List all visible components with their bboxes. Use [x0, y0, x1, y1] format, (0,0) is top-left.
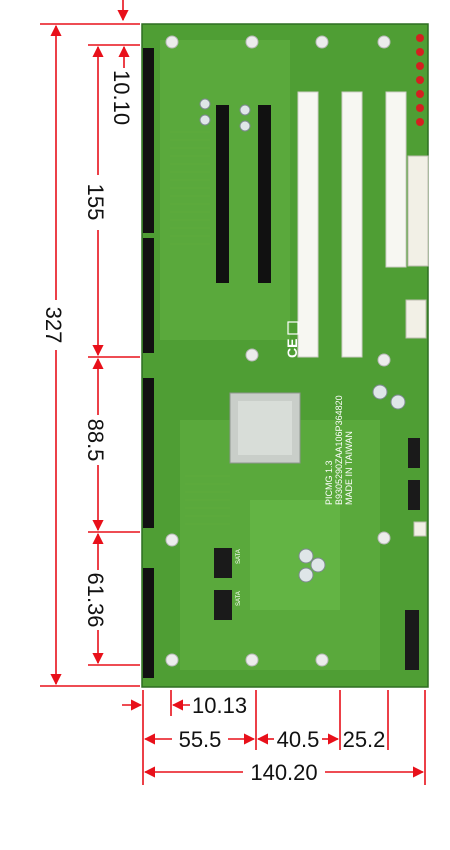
capacitors — [199, 98, 406, 583]
edge-connector — [143, 378, 154, 528]
status-leds — [416, 34, 424, 126]
bridge-chip-die — [238, 401, 292, 455]
pcie-slots — [216, 105, 271, 283]
capacitor — [298, 548, 314, 564]
mounting-hole — [377, 531, 391, 545]
sata-connector — [214, 548, 232, 578]
pcie-slot — [216, 105, 229, 283]
led — [416, 48, 424, 56]
atx-power-connector — [407, 155, 429, 267]
mounting-hole — [165, 35, 179, 49]
capacitor — [298, 567, 314, 583]
board-model-label: PICMG 1.3 — [324, 460, 334, 505]
dimension-label-width-1: 55.5 — [179, 727, 222, 752]
capacitor — [239, 120, 251, 132]
board-trace-pattern — [185, 470, 230, 530]
capacitor — [199, 114, 211, 126]
capacitor — [199, 98, 211, 110]
capacitor — [239, 104, 251, 116]
header-connector — [405, 610, 419, 670]
dimension-label-offset: 10.13 — [192, 693, 247, 718]
edge-connector — [143, 568, 154, 678]
jumper-block — [413, 521, 427, 537]
led — [416, 62, 424, 70]
edge-connectors — [143, 48, 154, 678]
dimension-label-segment-3: 61.36 — [83, 572, 108, 627]
sata-label: SATA — [236, 549, 242, 564]
capacitor — [390, 394, 406, 410]
led — [416, 90, 424, 98]
pcie-slot — [258, 105, 271, 283]
led — [416, 76, 424, 84]
mounting-hole — [315, 35, 329, 49]
edge-connector — [143, 48, 154, 233]
board-region — [250, 500, 340, 610]
aux-power-connector — [405, 299, 427, 339]
dimension-lines — [40, 0, 426, 785]
mounting-hole — [245, 35, 259, 49]
mounting-hole — [245, 348, 259, 362]
capacitor — [372, 384, 388, 400]
mounting-hole — [245, 653, 259, 667]
pci-slot — [385, 91, 407, 268]
mounting-hole — [165, 533, 179, 547]
silkscreen-text: PICMG 1.3 B9305290ZAA106P364820 MADE IN … — [324, 395, 354, 505]
edge-connector — [143, 238, 154, 353]
mounting-hole — [377, 35, 391, 49]
dimension-label-segment-2: 88.5 — [83, 419, 108, 462]
mounting-holes — [165, 35, 391, 667]
dimension-labels: 327 10.10 155 88.5 61.36 10.13 55.5 40.5… — [41, 70, 385, 785]
header-connector — [408, 480, 420, 510]
mounting-hole — [377, 353, 391, 367]
board-serial-label: B9305290ZAA106P364820 — [334, 395, 344, 505]
sata-connector — [214, 590, 232, 620]
led — [416, 118, 424, 126]
sata-label: SATA — [236, 591, 242, 606]
pci-slot — [341, 91, 363, 358]
board-origin-label: MADE IN TAIWAN — [344, 431, 354, 505]
ce-mark: CE — [284, 339, 300, 358]
capacitor — [310, 557, 326, 573]
pci-slots — [297, 91, 407, 358]
led — [416, 34, 424, 42]
dimension-label-top-offset: 10.10 — [109, 70, 134, 125]
board-trace-pattern — [170, 130, 210, 250]
mounting-hole — [165, 653, 179, 667]
weee-symbol — [287, 321, 299, 335]
header-connector — [408, 438, 420, 468]
dimension-label-width-2: 40.5 — [277, 727, 320, 752]
pci-slot — [297, 91, 319, 358]
led — [416, 104, 424, 112]
dimension-label-segment-1: 155 — [83, 184, 108, 221]
dimension-label-overall-height: 327 — [41, 307, 66, 344]
dimension-label-width-3: 25.2 — [343, 727, 386, 752]
dimension-label-overall-width: 140.20 — [250, 760, 317, 785]
mounting-hole — [315, 653, 329, 667]
